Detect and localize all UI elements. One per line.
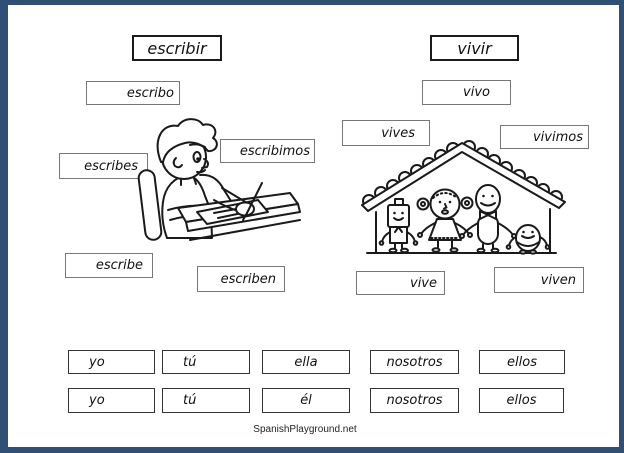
word-card-vives: vives bbox=[342, 120, 430, 146]
word-card-vivimos: vivimos bbox=[500, 125, 589, 149]
figure-baby bbox=[505, 224, 551, 255]
figure-father bbox=[459, 184, 517, 254]
pronoun-card-nosotros-row1: nosotros bbox=[370, 350, 459, 374]
pronoun-card-yo-row1: yo bbox=[68, 350, 155, 374]
watermark-text: SpanishPlayground.net bbox=[253, 424, 357, 435]
infinitive-box-escribir: escribir bbox=[132, 35, 222, 61]
infinitive-box-vivir: vivir bbox=[430, 35, 519, 61]
figure-robot-boy bbox=[378, 198, 419, 254]
word-card-escriben: escriben bbox=[197, 266, 285, 292]
house-family-illustration bbox=[361, 140, 566, 255]
pronoun-card-tu-row2: tú bbox=[162, 388, 250, 413]
word-card-vive: vive bbox=[356, 271, 445, 295]
word-card-vivo: vivo bbox=[422, 80, 511, 105]
pencil bbox=[246, 182, 263, 214]
roof bbox=[361, 142, 566, 212]
pronoun-card-el-row2: él bbox=[262, 388, 350, 413]
word-card-escribo: escribo bbox=[86, 81, 180, 105]
word-card-escribimos: escribimos bbox=[220, 139, 315, 163]
word-card-viven: viven bbox=[494, 267, 584, 293]
pronoun-card-nosotros-row2: nosotros bbox=[370, 388, 459, 413]
pronoun-card-ellos-row1: ellos bbox=[479, 350, 565, 374]
boy-writing-illustration bbox=[137, 118, 301, 241]
pronoun-card-ella-row1: ella bbox=[262, 350, 350, 374]
boy-hair bbox=[156, 118, 218, 163]
boy-mouth bbox=[196, 169, 206, 174]
word-card-escribes: escribes bbox=[59, 153, 148, 179]
pencil-tip bbox=[242, 212, 248, 221]
pronoun-card-ellos-row2: ellos bbox=[479, 388, 564, 413]
chair-back bbox=[137, 169, 163, 241]
boy-eyebrow bbox=[189, 143, 206, 148]
boy-nose bbox=[201, 158, 209, 169]
boy-eye bbox=[192, 151, 202, 163]
boy-neck-2 bbox=[193, 177, 197, 185]
figure-mother bbox=[416, 188, 474, 253]
desk-edge bbox=[189, 219, 301, 241]
boy-pupil bbox=[196, 157, 200, 161]
boy-ear bbox=[172, 157, 183, 169]
pronoun-card-tu-row1: tú bbox=[162, 350, 250, 374]
pronoun-card-yo-row2: yo bbox=[68, 388, 155, 413]
word-card-escribe: escribe bbox=[65, 253, 153, 278]
